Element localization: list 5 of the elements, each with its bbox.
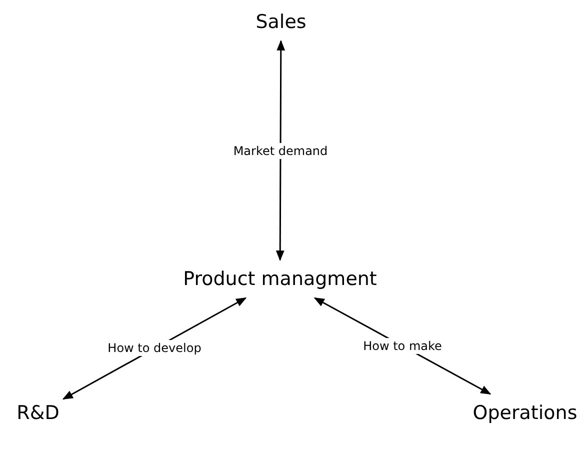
node-label: R&D <box>16 402 60 424</box>
node-label: Product managment <box>183 268 377 290</box>
node-label: Operations <box>472 402 578 424</box>
arrow <box>276 40 286 262</box>
node-label: Sales <box>256 11 306 33</box>
